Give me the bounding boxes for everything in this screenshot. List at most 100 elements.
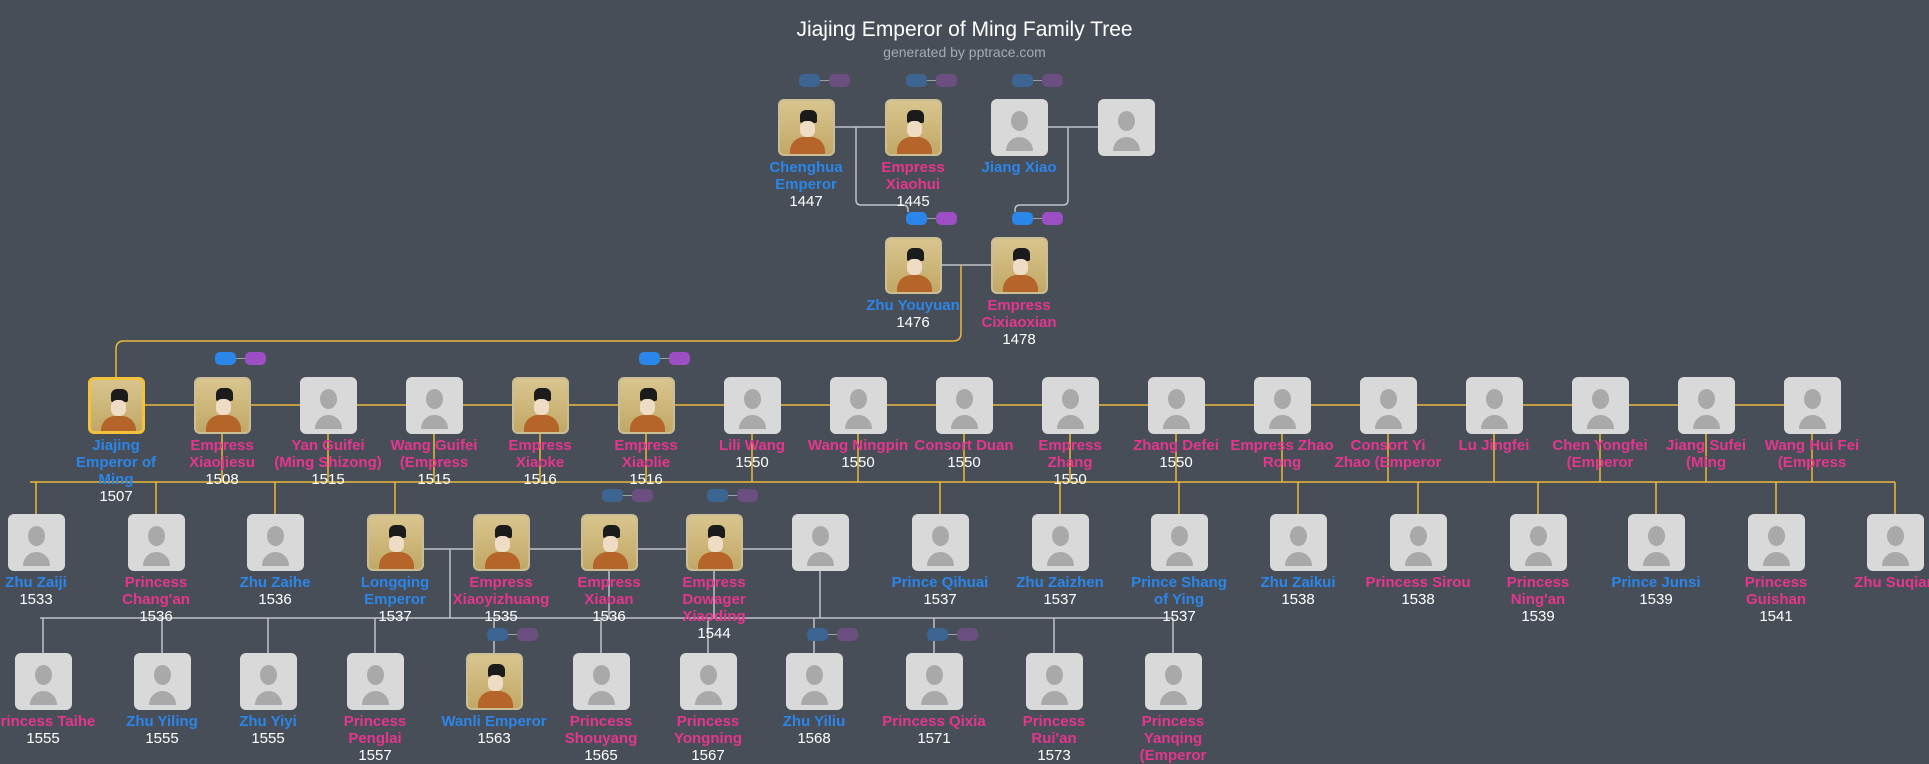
person-name[interactable]: Jiang Sufei (Ming — [1665, 437, 1747, 471]
person-name[interactable]: Jiang Xiao — [981, 159, 1057, 176]
person-placeholder-icon[interactable] — [829, 377, 887, 434]
portrait-image[interactable] — [193, 377, 251, 434]
person-placeholder-icon[interactable] — [1866, 514, 1924, 571]
person-name[interactable]: Prince Shang of Ying — [1131, 574, 1227, 608]
father-button[interactable] — [799, 74, 820, 87]
person-name[interactable]: Empress Zhang — [1038, 437, 1102, 471]
mother-button[interactable] — [1042, 212, 1063, 225]
person-name[interactable]: Wang Ningpin — [807, 437, 909, 454]
person-placeholder-icon[interactable] — [572, 653, 630, 710]
person-name[interactable]: Zhu Suqian — [1854, 574, 1929, 591]
person-name[interactable]: Princess Sirou — [1365, 574, 1471, 591]
person-placeholder-icon[interactable] — [405, 377, 463, 434]
person-name[interactable]: Princess Yongning — [673, 713, 743, 747]
father-button[interactable] — [602, 489, 623, 502]
person-node[interactable] — [765, 514, 875, 574]
person-name[interactable]: Yan Guifei (Ming Shizong) — [274, 437, 382, 471]
person-placeholder-icon[interactable] — [911, 514, 969, 571]
person-name[interactable]: Empress Xiaoyizhuang — [452, 574, 550, 608]
portrait-image[interactable] — [472, 514, 530, 571]
person-node[interactable]: Lu Jingfei — [1439, 377, 1549, 454]
portrait-image[interactable] — [511, 377, 569, 434]
portrait-image[interactable] — [366, 514, 424, 571]
portrait-image[interactable] — [777, 99, 835, 156]
person-node[interactable]: Jiang Xiao — [964, 99, 1074, 176]
portrait-image[interactable] — [685, 514, 743, 571]
mother-button[interactable] — [737, 489, 758, 502]
person-placeholder-icon[interactable] — [791, 514, 849, 571]
person-node[interactable]: Consort Yi Zhao (Emperor — [1333, 377, 1443, 471]
person-placeholder-icon[interactable] — [1150, 514, 1208, 571]
person-name[interactable]: Wanli Emperor — [441, 713, 547, 730]
father-button[interactable] — [1012, 212, 1033, 225]
father-button[interactable] — [906, 212, 927, 225]
father-button[interactable] — [906, 74, 927, 87]
person-node[interactable]: Chen Yongfei (Emperor — [1545, 377, 1655, 471]
person-placeholder-icon[interactable] — [1465, 377, 1523, 434]
person-placeholder-icon[interactable] — [1571, 377, 1629, 434]
person-name[interactable]: Zhu Yiliu — [782, 713, 846, 730]
mother-button[interactable] — [1042, 74, 1063, 87]
person-placeholder-icon[interactable] — [1359, 377, 1417, 434]
person-name[interactable]: Princess Ning'an — [1506, 574, 1570, 608]
father-button[interactable] — [639, 352, 660, 365]
person-node[interactable]: Zhu Suqian — [1840, 514, 1929, 591]
person-name[interactable]: Princess Penglai — [343, 713, 407, 747]
portrait-image[interactable] — [87, 377, 145, 434]
person-name[interactable]: Longqing Emperor — [360, 574, 430, 608]
person-name[interactable]: Zhu Yiling — [126, 713, 198, 730]
person-placeholder-icon[interactable] — [990, 99, 1048, 156]
person-name[interactable]: Zhu Zaikui — [1260, 574, 1336, 591]
person-placeholder-icon[interactable] — [1747, 514, 1805, 571]
mother-button[interactable] — [517, 628, 538, 641]
person-node[interactable]: Empress Zhao Rong — [1227, 377, 1337, 471]
person-name[interactable]: Jiajing Emperor of Ming — [75, 437, 156, 488]
person-placeholder-icon[interactable] — [239, 653, 297, 710]
person-name[interactable]: Lili Wang — [718, 437, 786, 454]
mother-button[interactable] — [829, 74, 850, 87]
person-placeholder-icon[interactable] — [1253, 377, 1311, 434]
person-name[interactable]: Zhu Zaihe — [239, 574, 311, 591]
portrait-image[interactable] — [465, 653, 523, 710]
person-name[interactable]: Princess Guishan — [1744, 574, 1808, 608]
person-name[interactable]: Princess Shouyang — [564, 713, 638, 747]
person-name[interactable]: Empress Zhao Rong — [1230, 437, 1334, 471]
person-node[interactable] — [1071, 99, 1181, 159]
person-placeholder-icon[interactable] — [246, 514, 304, 571]
father-button[interactable] — [1012, 74, 1033, 87]
person-placeholder-icon[interactable] — [905, 653, 963, 710]
person-name[interactable]: Chenghua Emperor — [769, 159, 843, 193]
person-placeholder-icon[interactable] — [1509, 514, 1567, 571]
person-placeholder-icon[interactable] — [1144, 653, 1202, 710]
person-name[interactable]: Consort Yi Zhao (Emperor — [1334, 437, 1442, 471]
person-placeholder-icon[interactable] — [1269, 514, 1327, 571]
person-placeholder-icon[interactable] — [1041, 377, 1099, 434]
person-placeholder-icon[interactable] — [1783, 377, 1841, 434]
person-placeholder-icon[interactable] — [1627, 514, 1685, 571]
